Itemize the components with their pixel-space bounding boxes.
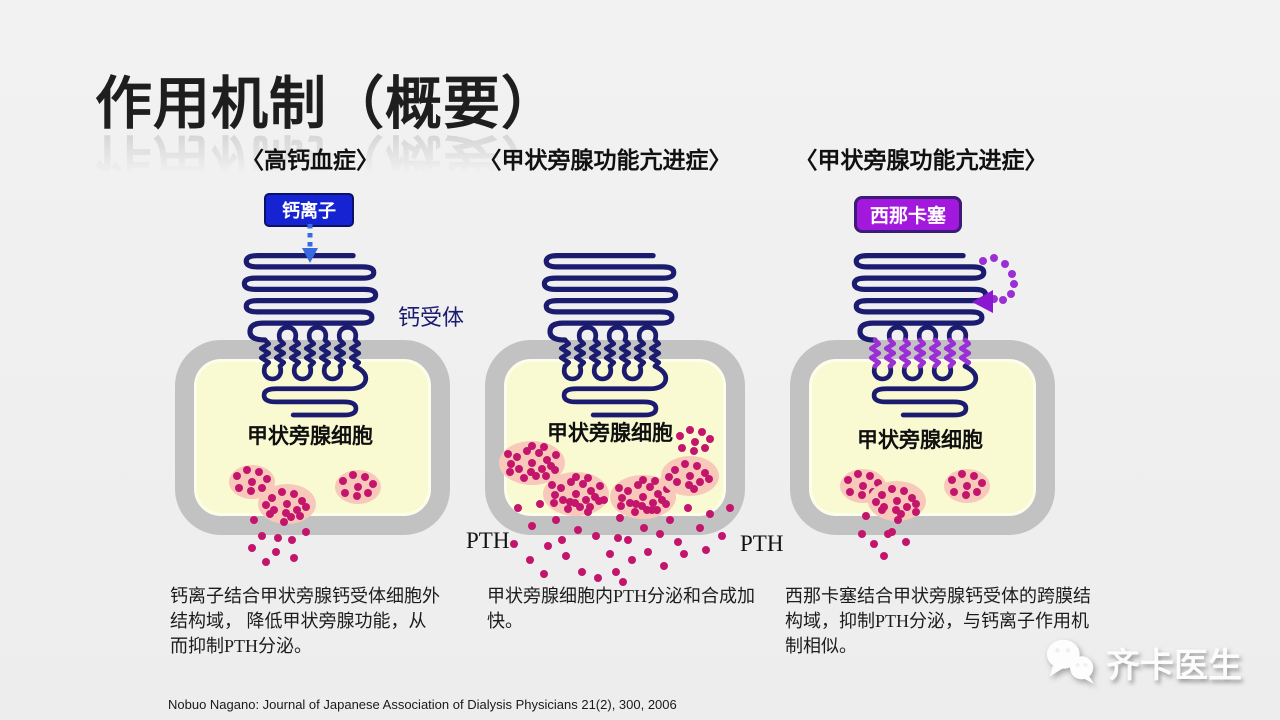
calcium-ion-badge: 钙离子 xyxy=(264,193,354,227)
pth-label-left: PTH xyxy=(466,528,510,553)
column-header-hypercalcemia: 〈高钙血症〉 xyxy=(241,147,379,173)
description-hyperparathyroidism: 甲状旁腺细胞内PTH分泌和合成加快。 xyxy=(487,586,756,631)
wechat-icon xyxy=(1046,639,1095,685)
cinacalcet-badge: 西那卡塞 xyxy=(854,196,963,233)
column-header-hyperparathyroidism-1: 〈甲状旁腺功能亢进症〉 xyxy=(478,147,732,173)
watermark: 齐卡医生 xyxy=(1042,636,1242,688)
dashed-down-arrow-icon xyxy=(302,224,318,263)
cell-label-3: 甲状旁腺细胞 xyxy=(857,429,983,452)
calcium-receptor-illustration-1 xyxy=(235,249,385,446)
citation: Nobuo Nagano: Journal of Japanese Associ… xyxy=(168,697,677,712)
calcium-receptor-illustration-2 xyxy=(535,249,685,446)
cell-label-2: 甲状旁腺细胞 xyxy=(547,422,673,445)
page-title: 作用机制（概要） xyxy=(95,72,559,136)
pth-label-right: PTH xyxy=(740,531,784,556)
pth-secreted-dots xyxy=(884,530,892,538)
pth-secreted-dots xyxy=(614,534,622,542)
calcium-receptor-label: 钙受体 xyxy=(398,305,465,330)
dotted-curve-arrow-icon xyxy=(972,254,1018,313)
cell-label-1: 甲状旁腺细胞 xyxy=(247,425,373,448)
column-header-hyperparathyroidism-2: 〈甲状旁腺功能亢进症〉 xyxy=(794,147,1048,173)
watermark-text: 齐卡医生 xyxy=(1106,646,1242,685)
description-cinacalcet: 西那卡塞结合甲状旁腺钙受体的跨膜结构域，抑制PTH分泌，与钙离子作用机制相似。 xyxy=(785,586,1091,656)
description-hypercalcemia: 钙离子结合甲状旁腺钙受体细胞外结构域， 降低甲状旁腺功能，从而抑制PTH分泌。 xyxy=(170,586,440,656)
pth-secreted-dots xyxy=(274,534,282,542)
